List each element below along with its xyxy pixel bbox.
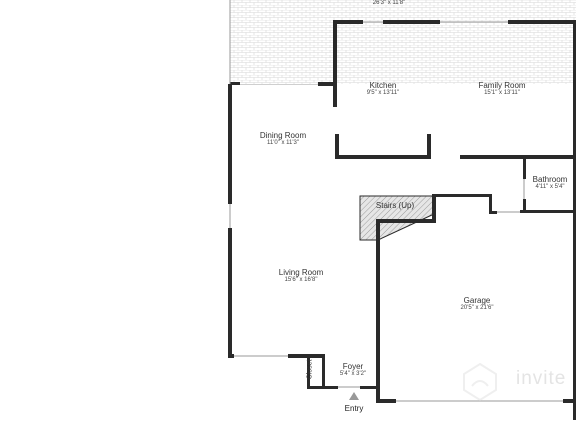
living-room-label: Living Room 15'6" x 16'8": [278, 268, 324, 284]
patio: [230, 0, 576, 84]
foyer-label: Foyer 5'4" x 3'2": [339, 362, 367, 378]
dining-room-label: Dining Room 11'0" x 11'3": [259, 131, 307, 147]
walls: [228, 20, 576, 420]
stairs-label: Stairs (Up): [375, 201, 415, 210]
garage-label: Garage 20'5" x 21'6": [460, 296, 494, 312]
openings: [229, 0, 563, 402]
patio-dims: 26'3" x 11'8": [372, 0, 406, 6]
closet-label: Closet: [306, 359, 314, 380]
entry-arrow-icon: [349, 392, 359, 400]
entry-label: Entry: [344, 404, 364, 413]
watermark-logo-icon: [463, 362, 497, 402]
family-room-label: Family Room 15'1" x 13'11": [478, 81, 526, 97]
bathroom-label: Bathroom 4'11" x 5'4": [532, 175, 568, 191]
watermark-text: invite: [516, 368, 567, 389]
kitchen-label: Kitchen 9'5" x 13'11": [366, 81, 400, 97]
